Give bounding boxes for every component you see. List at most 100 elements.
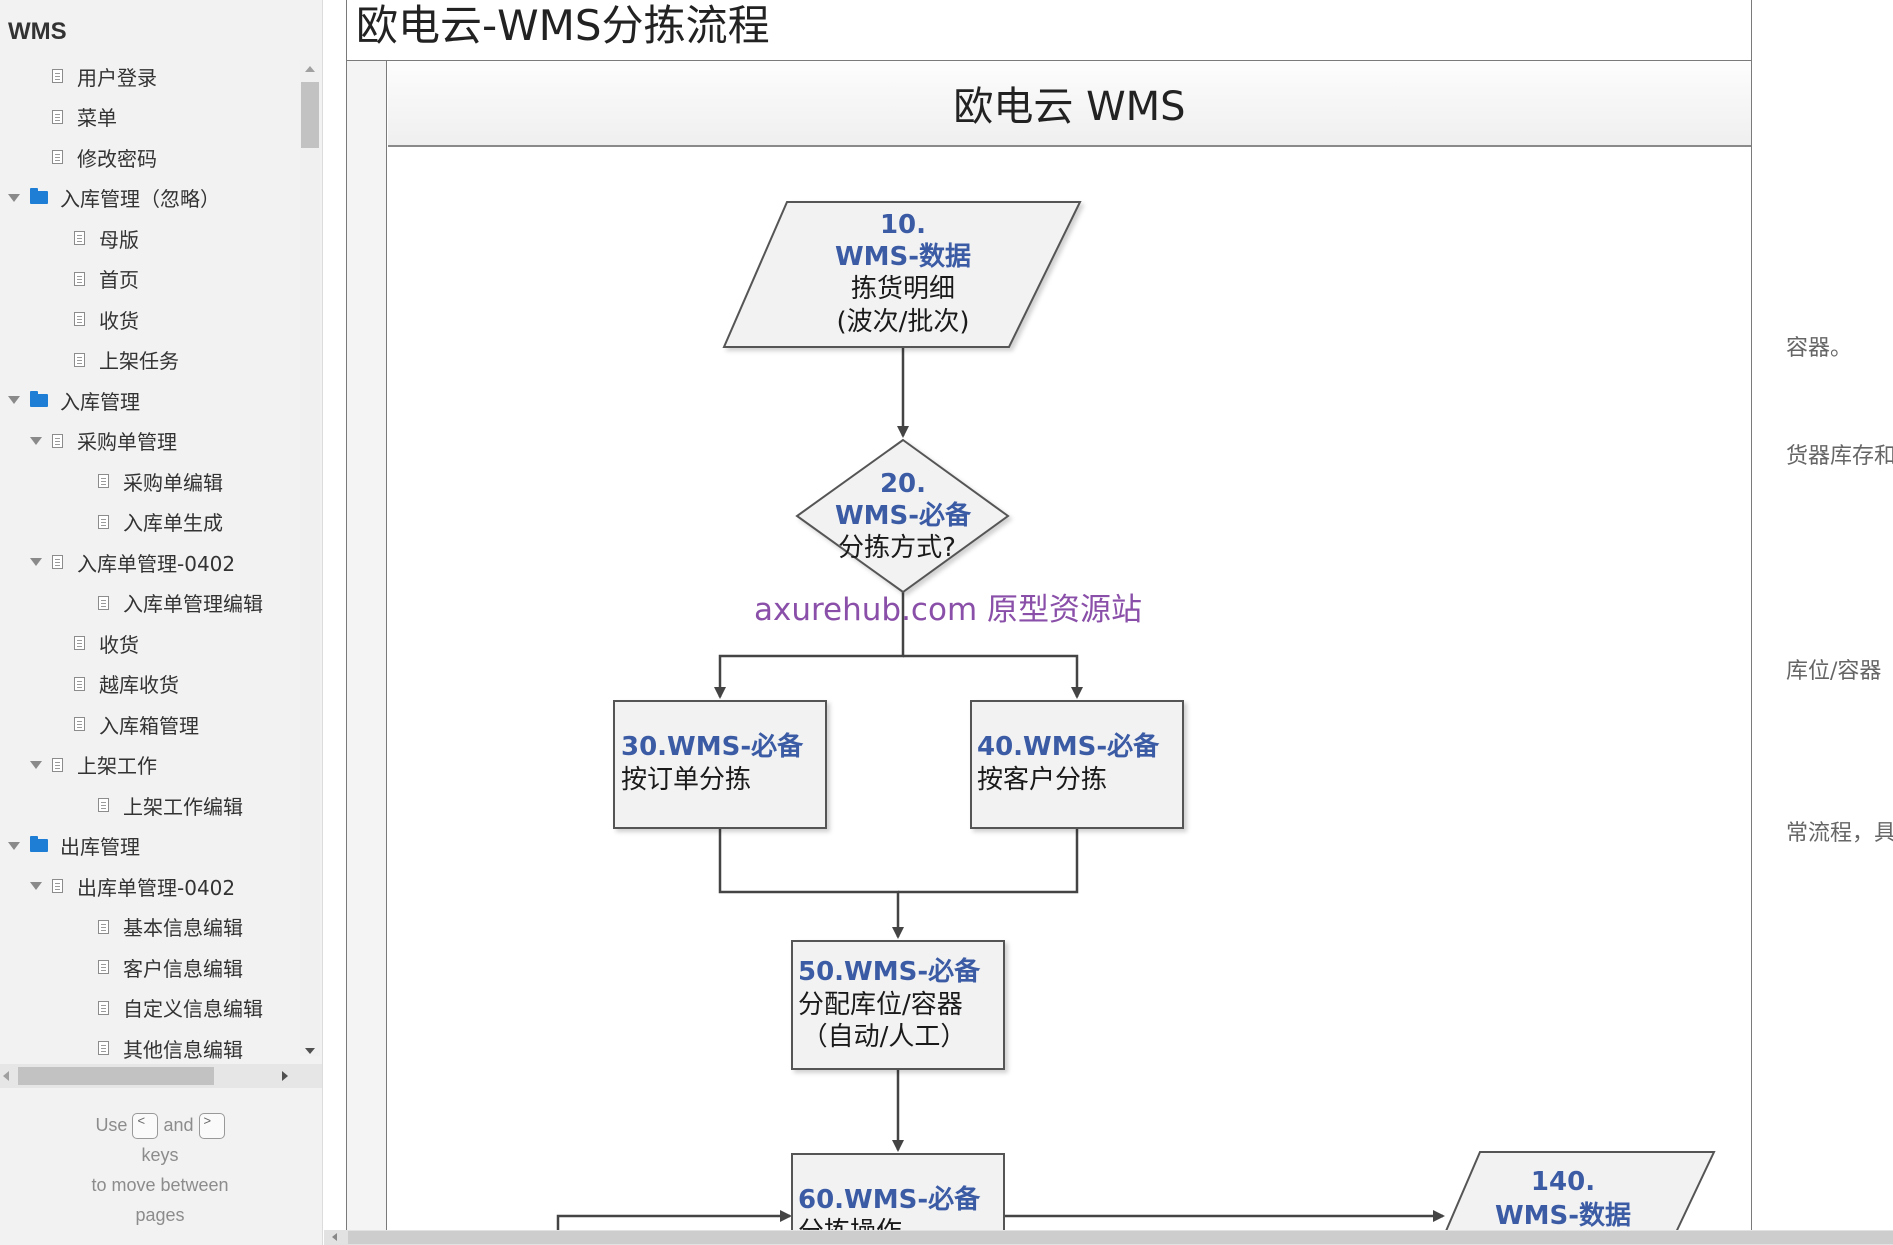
- node-20-num: 20.: [880, 469, 926, 499]
- canvas-horizontal-scrollbar[interactable]: [324, 1230, 1893, 1245]
- sitemap-item[interactable]: 上架工作编辑: [0, 785, 322, 825]
- side-note-3: 库位/容器: [1786, 659, 1882, 684]
- sitemap-item-label: 入库管理: [60, 389, 140, 414]
- expand-caret-icon[interactable]: [30, 436, 42, 445]
- scroll-up-icon[interactable]: [305, 66, 315, 72]
- sitemap-item[interactable]: 入库单管理-0402: [0, 542, 322, 582]
- sitemap-panel: WMS 用户登录菜单修改密码入库管理（忽略）母版首页收货上架任务入库管理采购单管…: [0, 0, 323, 1245]
- node-50-text1: 分配库位/容器: [798, 990, 963, 1020]
- sitemap-horizontal-scrollbar[interactable]: [0, 1064, 322, 1088]
- hint-line3: pages: [135, 1205, 185, 1225]
- sitemap-item[interactable]: 越库收货: [0, 664, 322, 704]
- node-40-process[interactable]: 40.WMS-必备 按客户分拣: [970, 700, 1184, 829]
- sitemap-item[interactable]: 采购单管理: [0, 421, 322, 461]
- watermark-text: axurehub.com 原型资源站: [754, 592, 1142, 628]
- page-icon: [98, 474, 109, 488]
- sitemap-item[interactable]: 出库管理: [0, 826, 308, 866]
- sitemap-vertical-scrollbar[interactable]: [300, 60, 320, 1056]
- sitemap-item-label: 越库收货: [99, 673, 179, 697]
- node-30-text1: 按订单分拣: [621, 765, 751, 795]
- node-10-data[interactable]: 10. WMS-数据 拣货明细 (波次/批次): [722, 201, 1082, 348]
- sitemap-item-label: 上架工作: [77, 754, 157, 778]
- expand-caret-icon[interactable]: [30, 882, 42, 890]
- page-icon: [52, 433, 63, 448]
- sitemap-item[interactable]: 入库管理（忽略）: [0, 178, 308, 218]
- page-title: 欧电云-WMS分拣流程: [356, 1, 770, 50]
- expand-caret-icon[interactable]: [30, 558, 42, 566]
- sitemap-item[interactable]: 上架工作: [0, 745, 322, 785]
- sitemap-item-label: 入库单生成: [123, 511, 223, 535]
- sitemap-item[interactable]: 母版: [0, 218, 322, 258]
- page-icon: [52, 555, 63, 569]
- node-10-num: 10.: [880, 210, 926, 240]
- sitemap-item[interactable]: 采购单编辑: [0, 461, 322, 501]
- scroll-right-icon[interactable]: [282, 1071, 288, 1081]
- sitemap-item-label: 收货: [99, 632, 139, 657]
- page-icon: [74, 636, 85, 650]
- node-30-process[interactable]: 30.WMS-必备 按订单分拣: [613, 700, 827, 829]
- sitemap-item[interactable]: 客户信息编辑: [0, 947, 322, 987]
- sitemap-item[interactable]: 入库管理: [0, 380, 308, 420]
- scrollbar-thumb[interactable]: [348, 1231, 1893, 1244]
- connector-20-40: [903, 654, 1083, 699]
- node-30-tag: 30.WMS-必备: [621, 732, 804, 762]
- sitemap-item-label: 入库单管理-0402: [77, 551, 236, 576]
- scrollbar-thumb[interactable]: [18, 1067, 214, 1085]
- scrollbar-thumb[interactable]: [301, 82, 319, 148]
- sitemap-item[interactable]: 上架任务: [0, 340, 322, 380]
- sitemap-item[interactable]: 菜单: [0, 97, 322, 137]
- sitemap-item-label: 出库管理: [60, 835, 140, 859]
- sitemap-item[interactable]: 入库单管理编辑: [0, 583, 322, 623]
- sitemap-item[interactable]: 首页: [0, 259, 322, 299]
- sitemap-item[interactable]: 出库单管理-0402: [0, 866, 322, 906]
- sitemap-item[interactable]: 入库单生成: [0, 502, 322, 542]
- sitemap-item[interactable]: 用户登录: [0, 56, 322, 96]
- side-note-1: 容器。: [1786, 336, 1853, 361]
- node-40-text1: 按客户分拣: [977, 765, 1107, 795]
- page-icon: [52, 150, 63, 164]
- sitemap-item-label: 上架任务: [99, 349, 179, 373]
- node-60-process[interactable]: 60.WMS-必备 分拣操作: [791, 1153, 1005, 1245]
- sitemap-item[interactable]: 入库箱管理: [0, 704, 322, 744]
- connector-into-60: [556, 1210, 792, 1230]
- sitemap-item[interactable]: 基本信息编辑: [0, 907, 322, 947]
- folder-icon: [30, 188, 48, 204]
- scroll-down-icon[interactable]: [305, 1048, 315, 1054]
- sitemap-item[interactable]: 自定义信息编辑: [0, 988, 322, 1028]
- sitemap-item-label: 入库箱管理: [99, 713, 199, 738]
- page-icon: [52, 69, 63, 83]
- page-icon: [74, 717, 85, 731]
- expand-caret-icon[interactable]: [8, 193, 20, 202]
- page-icon: [74, 231, 85, 245]
- sitemap-item[interactable]: 其他信息编辑: [0, 1028, 322, 1068]
- node-10-tag: WMS-数据: [835, 242, 971, 272]
- sitemap-item[interactable]: 收货: [0, 299, 322, 339]
- sitemap-item-label: 收货: [99, 308, 139, 333]
- node-50-process[interactable]: 50.WMS-必备 分配库位/容器 （自动/人工）: [791, 940, 1005, 1070]
- sitemap-item-label: 采购单编辑: [123, 470, 223, 495]
- page-icon: [98, 960, 109, 974]
- sitemap-item-label: 首页: [99, 268, 139, 292]
- scroll-left-icon[interactable]: [3, 1071, 9, 1081]
- node-140-tag: WMS-数据: [1495, 1201, 1631, 1231]
- node-10-text2: (波次/批次): [836, 307, 969, 337]
- node-20-text1: 分拣方式?: [838, 533, 956, 563]
- node-20-decision[interactable]: 20. WMS-必备 分拣方式?: [795, 438, 1010, 594]
- next-key-icon: >: [198, 1113, 225, 1140]
- sitemap-item[interactable]: 收货: [0, 623, 322, 663]
- connector-30-50: [718, 828, 904, 939]
- node-140-data[interactable]: 140. WMS-数据: [1438, 1151, 1716, 1245]
- connector-40-merge: [898, 828, 1079, 894]
- scroll-left-icon[interactable]: [332, 1233, 337, 1241]
- page-icon: [98, 919, 109, 934]
- hint-line2: to move between: [91, 1175, 229, 1195]
- page-icon: [98, 514, 109, 529]
- expand-caret-icon[interactable]: [30, 760, 42, 769]
- expand-caret-icon[interactable]: [8, 841, 20, 850]
- expand-caret-icon[interactable]: [8, 396, 20, 404]
- page-icon: [98, 1000, 109, 1015]
- sitemap-item-label: 采购单管理: [77, 430, 177, 454]
- sitemap-item[interactable]: 修改密码: [0, 137, 322, 177]
- connector-20-30: [714, 592, 905, 699]
- side-note-4: 常流程，具: [1786, 821, 1893, 846]
